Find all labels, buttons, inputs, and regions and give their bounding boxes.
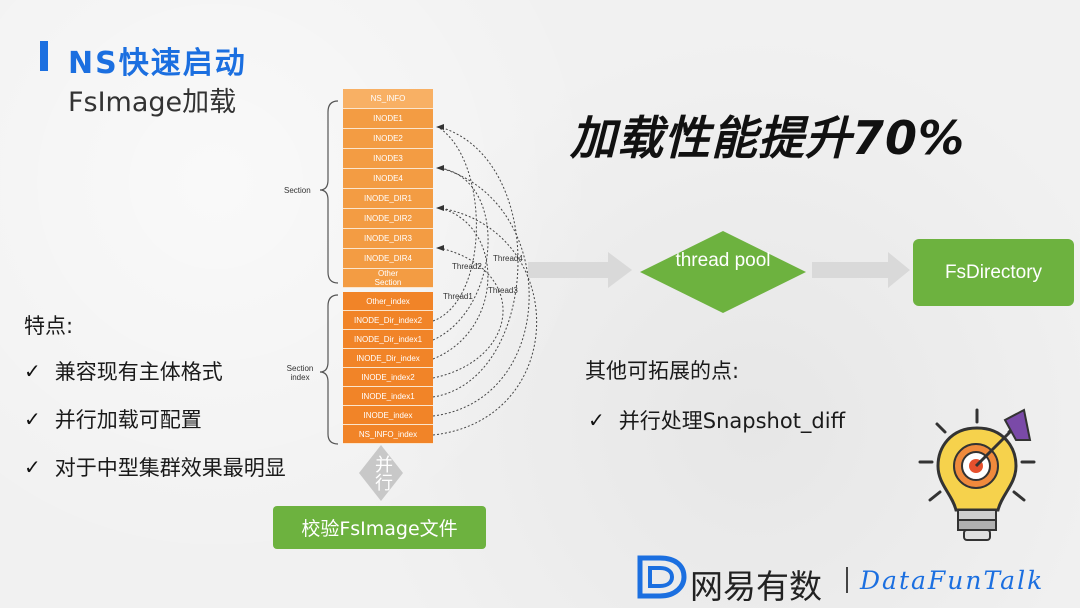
- feature-item: ✓ 对于中型集群效果最明显: [24, 452, 286, 482]
- section-block-inode-dir2: INODE_DIR2: [343, 209, 433, 229]
- section-index-label: Section index: [286, 364, 314, 382]
- thread-label-4: Thread4: [493, 254, 523, 263]
- arrow-to-thread-pool: [528, 252, 632, 288]
- section-block-inode2: INODE2: [343, 129, 433, 149]
- features-title: 特点:: [24, 314, 74, 338]
- index-block-inode-dir-index2: INODE_Dir_index2: [343, 311, 433, 330]
- checkmark-icon: ✓: [24, 455, 41, 479]
- thread-label-1: Thread1: [443, 292, 473, 301]
- checkmark-icon: ✓: [588, 408, 605, 432]
- section-block-inode-dir1: INODE_DIR1: [343, 189, 433, 209]
- slide-subtitle: FsImage加载: [68, 87, 237, 118]
- checkmark-icon: ✓: [24, 359, 41, 383]
- index-block-inode-dir-index1: INODE_Dir_index1: [343, 330, 433, 349]
- parallel-text: 并行: [372, 455, 393, 491]
- brand-logo-icon: [637, 555, 687, 599]
- feature-text: 兼容现有主体格式: [54, 360, 223, 384]
- feature-text: 并行加载可配置: [54, 408, 202, 432]
- parallel-label: 并行: [360, 447, 404, 499]
- feature-item: ✓ 并行加载可配置: [24, 404, 202, 434]
- verify-fsimage-box: 校验FsImage文件: [273, 506, 486, 549]
- section-label: Section: [284, 186, 311, 195]
- thread-label-3: Thread3: [488, 286, 518, 295]
- index-block-inode-index2: INODE_index2: [343, 368, 433, 387]
- section-block-inode-dir4: INODE_DIR4: [343, 249, 433, 269]
- feature-item: ✓ 兼容现有主体格式: [24, 356, 223, 386]
- section-block-inode3: INODE3: [343, 149, 433, 169]
- performance-headline: 加载性能提升70%: [570, 111, 966, 165]
- slide-title: NS快速启动: [68, 46, 247, 81]
- title-accent-bar: [40, 41, 48, 71]
- brand-separator: [846, 567, 848, 593]
- section-block-other: Other Section: [343, 269, 433, 288]
- index-block-other: Other_index: [343, 292, 433, 311]
- fsdirectory-box: FsDirectory: [913, 239, 1074, 306]
- section-block-inode4: INODE4: [343, 169, 433, 189]
- lightbulb-icon: [918, 408, 1036, 541]
- section-block-inode-dir3: INODE_DIR3: [343, 229, 433, 249]
- parallel-diamond: [359, 445, 403, 501]
- index-block-inode-dir-index: INODE_Dir_index: [343, 349, 433, 368]
- brand-name-en: DataFunTalk: [860, 566, 1045, 595]
- arrow-to-fsdirectory: [812, 252, 910, 288]
- index-block-inode-index1: INODE_index1: [343, 387, 433, 406]
- index-block-inode-index: INODE_index: [343, 406, 433, 425]
- extension-text: 并行处理Snapshot_diff: [618, 409, 846, 433]
- thread-label-2: Thread2: [452, 262, 482, 271]
- brand-name-cn: 网易有数: [690, 567, 822, 606]
- feature-text: 对于中型集群效果最明显: [54, 456, 286, 480]
- section-block-inode1: INODE1: [343, 109, 433, 129]
- checkmark-icon: ✓: [24, 407, 41, 431]
- thread-pool-diamond: [640, 231, 806, 313]
- section-block-ns-info: NS_INFO: [343, 89, 433, 109]
- thread-pool-label: thread pool: [675, 250, 771, 271]
- extension-item: ✓ 并行处理Snapshot_diff: [588, 405, 845, 435]
- index-block-ns-info-index: NS_INFO_index: [343, 425, 433, 444]
- extensions-title: 其他可拓展的点:: [585, 359, 740, 383]
